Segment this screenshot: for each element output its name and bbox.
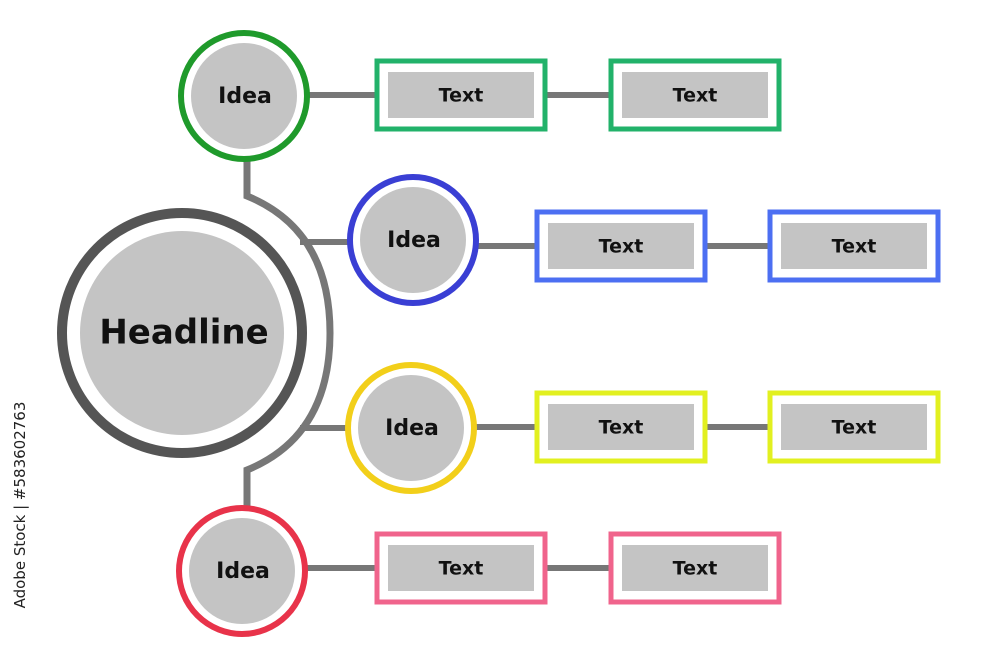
- text-box: Text: [767, 209, 941, 283]
- text-box: Text: [767, 390, 941, 464]
- text-box-label: Text: [599, 417, 644, 439]
- idea-label: Idea: [385, 416, 439, 441]
- text-box-fill: [548, 404, 694, 450]
- text-box-label: Text: [673, 558, 718, 580]
- text-box-fill: [548, 223, 694, 269]
- headline-label: Headline: [99, 313, 268, 353]
- text-box-fill: [781, 223, 927, 269]
- idea-node: Idea: [176, 505, 308, 637]
- text-box: Text: [534, 390, 708, 464]
- text-box-label: Text: [599, 236, 644, 258]
- headline-node: Headline: [57, 208, 307, 458]
- connector-lines: [243, 92, 770, 571]
- idea-label: Idea: [216, 559, 270, 584]
- text-box: Text: [608, 531, 782, 605]
- idea-fill: [358, 375, 464, 481]
- stock-id-label: Adobe Stock | #583602763: [10, 402, 30, 609]
- idea-fill: [189, 518, 295, 624]
- text-box-fill: [388, 72, 534, 118]
- text-box-label: Text: [439, 85, 484, 107]
- text-box-fill: [781, 404, 927, 450]
- idea-node: Idea: [347, 174, 479, 306]
- text-box: Text: [534, 209, 708, 283]
- text-box-label: Text: [439, 558, 484, 580]
- text-box-label: Text: [832, 417, 877, 439]
- text-box: Text: [608, 58, 782, 132]
- text-box: Text: [374, 58, 548, 132]
- idea-node: Idea: [178, 30, 310, 162]
- idea-node: Idea: [345, 362, 477, 494]
- text-box-label: Text: [832, 236, 877, 258]
- idea-label: Idea: [218, 84, 272, 109]
- text-box-fill: [622, 72, 768, 118]
- idea-label: Idea: [387, 228, 441, 253]
- text-box-label: Text: [673, 85, 718, 107]
- idea-fill: [191, 43, 297, 149]
- branch-arc: [243, 160, 334, 508]
- stock-id-text: Adobe Stock | #583602763: [11, 401, 29, 609]
- text-box-fill: [622, 545, 768, 591]
- text-box-fill: [388, 545, 534, 591]
- text-box: Text: [374, 531, 548, 605]
- headline-fill: [80, 231, 284, 435]
- idea-fill: [360, 187, 466, 293]
